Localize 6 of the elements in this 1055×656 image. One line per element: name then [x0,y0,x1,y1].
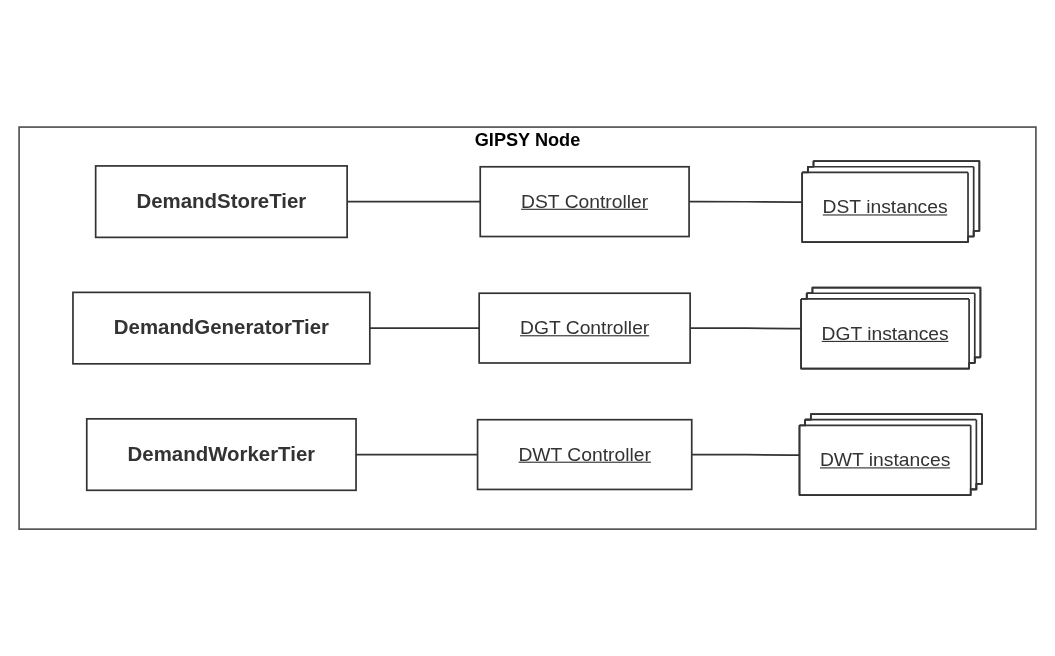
node-box: DGT Controller [478,292,691,364]
node-box: DWT Controller [476,418,693,491]
node-box: DemandWorkerTier [85,417,357,492]
node-box: DemandStoreTier [94,164,348,239]
node-box: DemandGeneratorTier [72,291,371,365]
node-box: DST Controller [479,165,690,238]
